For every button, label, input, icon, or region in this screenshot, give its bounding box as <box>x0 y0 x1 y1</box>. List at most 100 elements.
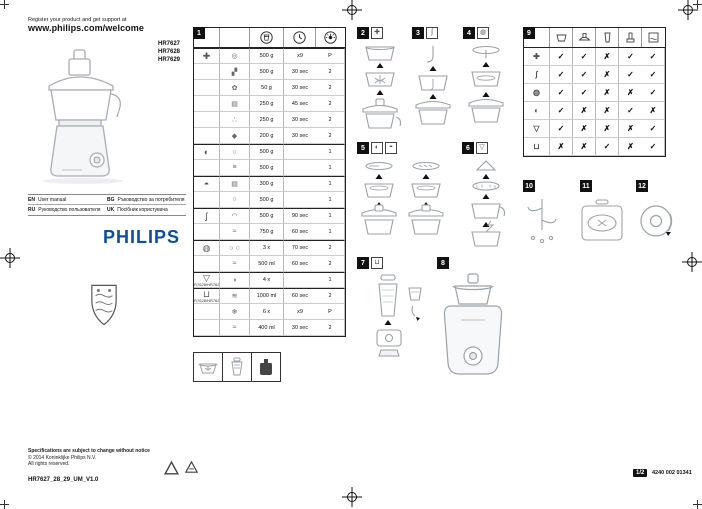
compat-cell: ✓ <box>642 120 665 138</box>
food-icon: ▤ <box>231 181 238 188</box>
time-cell <box>284 176 316 192</box>
accessory-icon: ◓ <box>203 178 210 189</box>
panel-5-tag: 5 <box>357 142 369 154</box>
time-cell: 30 sec <box>284 112 316 128</box>
food-icon: ≡ <box>232 164 237 171</box>
language-code: RU <box>28 207 36 213</box>
compat-cell: ✗ <box>573 120 596 138</box>
emulsifying-disc-icon: ◍ <box>477 27 489 39</box>
model-number: HR7629 <box>158 57 181 63</box>
food-cell: ≈ <box>220 224 250 240</box>
compat-cell: ✓ <box>642 138 665 156</box>
panel-5-illustration <box>355 158 451 254</box>
accessory-cell <box>194 80 220 96</box>
slicing-disc-icon: ◐ <box>371 142 383 154</box>
quantity-cell: 500 ml <box>250 256 284 272</box>
quantity-cell: 400 ml <box>250 320 284 336</box>
footer-line: Specifications are subject to change wit… <box>28 448 150 454</box>
compat-cell: ✓ <box>619 66 642 84</box>
accessory-icon: ✚ <box>524 48 550 66</box>
time-cell <box>284 192 316 208</box>
food-icon: ▞ <box>231 68 238 76</box>
food-cell: ◎ <box>220 48 250 64</box>
registration-mark <box>0 248 20 268</box>
compat-cell: ✗ <box>596 84 619 102</box>
panel-3-illustration <box>410 42 456 138</box>
time-cell: 30 sec <box>284 128 316 144</box>
time-cell <box>284 160 316 176</box>
speed-cell: 1 <box>316 144 345 160</box>
language-label: Посібник користувача <box>117 207 168 213</box>
time-cell <box>284 144 316 160</box>
quantity-cell: 500 g <box>250 144 284 160</box>
compat-matrix-body: ✚ ✓ ✓ ✗ ✓ ✓ ʃ ✓ ✓ ✗ ✓ ✓ ◍ ✓ ✓ ✗ ✗ ✓ <box>524 48 665 156</box>
quantity-cell: 50 g <box>250 80 284 96</box>
accessory-icon: ◍ <box>524 84 550 102</box>
speed-cell: 2 <box>316 320 345 336</box>
accessory-cell <box>194 192 220 208</box>
accessory-icon: ▽ <box>524 120 550 138</box>
panel-6-tag: 6 <box>462 142 474 154</box>
compat-cell: ✓ <box>550 102 573 120</box>
language-label: Ръководство за потребителя <box>117 197 185 203</box>
compat-cell: ✗ <box>619 84 642 102</box>
citrus-press-icon: ▽ <box>476 142 488 154</box>
blender-jar-icon: ⊔ <box>371 257 383 269</box>
panel-12-illustration <box>634 194 678 246</box>
spec-corner-cell <box>194 28 220 47</box>
crop-mark <box>697 500 698 509</box>
food-cell: ◑ <box>220 272 250 288</box>
accessory-icon: ◐ <box>203 146 210 157</box>
food-icon: ▤ <box>231 100 238 108</box>
food-cell: ▤ <box>220 96 250 112</box>
language-list: EN User manual BG Ръководство за потреби… <box>28 194 186 216</box>
compat-cell: ✗ <box>573 102 596 120</box>
food-icon: ◆ <box>231 132 238 140</box>
food-cell: ≈ <box>220 256 250 272</box>
panel-2-tag: 2 <box>357 27 369 39</box>
lid-icon <box>573 28 596 47</box>
order-number: 4240 002 01341 <box>652 470 692 476</box>
compat-matrix-header <box>524 28 665 48</box>
compat-cell: ✓ <box>573 66 596 84</box>
quantity-cell: 250 g <box>250 96 284 112</box>
food-icon: ○ <box>232 148 237 156</box>
food-cell: ✿ <box>220 80 250 96</box>
philips-wordmark: PHILIPS <box>103 227 181 247</box>
language-item: EN User manual <box>28 195 107 205</box>
accessory-cell: ✚ <box>194 48 220 64</box>
footer-line: © 2014 Koninklijke Philips N.V. <box>28 455 97 461</box>
language-item: BG Ръководство за потребителя <box>107 195 186 205</box>
food-icon: ≈ <box>232 228 237 235</box>
registration-mark <box>682 252 702 272</box>
max-beaker-icon <box>250 28 284 47</box>
food-icon: ❄ <box>231 308 238 316</box>
panel-12-tag: 12 <box>636 180 648 192</box>
quantity-cell: 300 g <box>250 176 284 192</box>
quantity-cell: 500 g <box>250 64 284 80</box>
recycling-icons <box>163 460 199 477</box>
product-illustration <box>26 48 144 188</box>
panel-3-tag: 3 <box>412 27 424 39</box>
food-icon: ∴ <box>232 116 237 124</box>
pusher-icon <box>619 28 642 47</box>
spec-table: ✚ ◎ 500 g x9 P ▞ 500 g 30 sec <box>193 27 346 337</box>
speed-cell: 2 <box>316 80 345 96</box>
food-cell: ≈ <box>220 320 250 336</box>
compat-cell: ✓ <box>596 138 619 156</box>
registration-mark <box>342 487 362 507</box>
food-cell: ∴ <box>220 112 250 128</box>
food-cell: ◠ <box>220 208 250 224</box>
clock-icon <box>284 28 316 47</box>
accessory-cell <box>194 224 220 240</box>
footer-line: All rights reserved. <box>28 461 70 467</box>
quantity-cell: 500 g <box>250 48 284 64</box>
accessory-cell <box>194 256 220 272</box>
time-cell: 30 sec <box>284 64 316 80</box>
compat-cell: ✓ <box>642 84 665 102</box>
speed-cell: 2 <box>316 288 345 304</box>
language-code: BG <box>107 197 115 203</box>
compat-cell: ✗ <box>550 138 573 156</box>
speed-dial-icon <box>316 28 345 47</box>
